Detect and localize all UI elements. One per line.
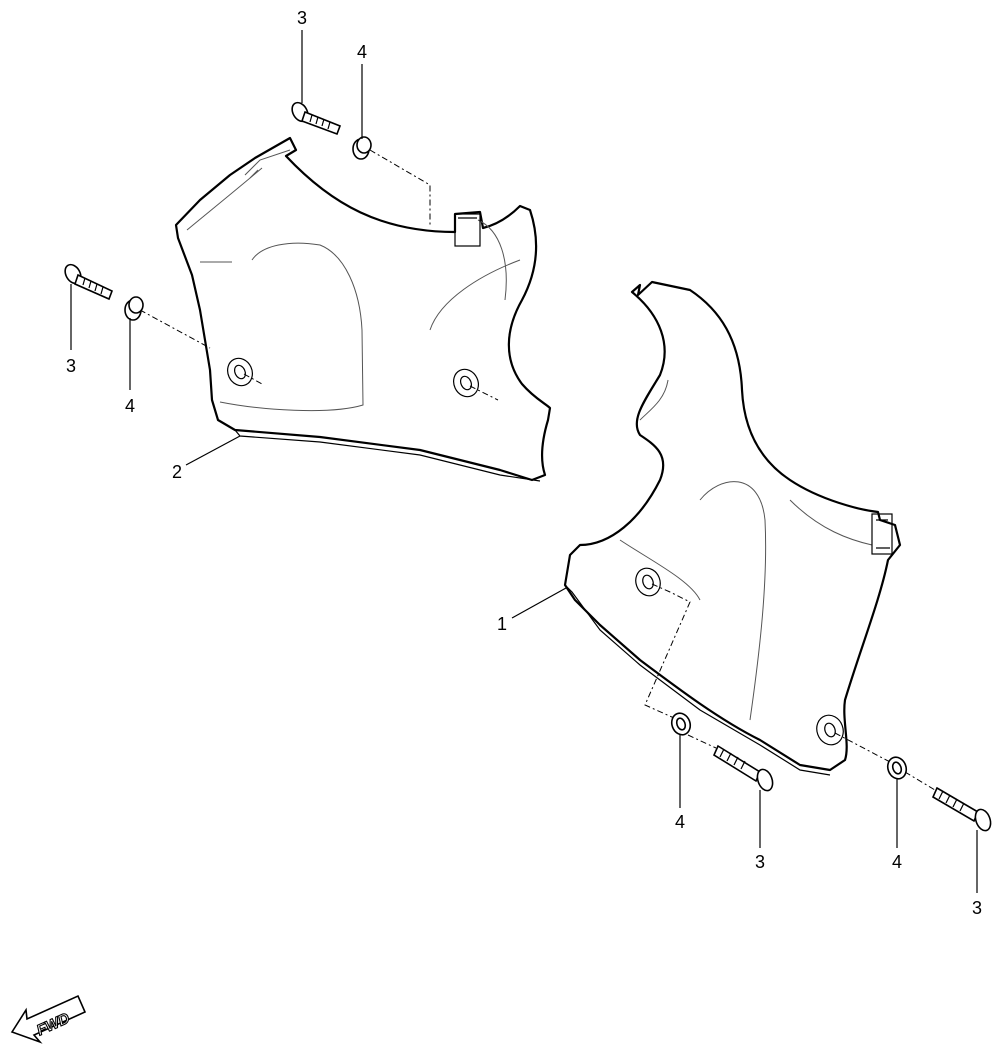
label-lower-mid-4: 4 — [675, 812, 685, 832]
fwd-arrow-icon: FWD — [10, 994, 87, 1044]
label-part-1: 1 — [497, 614, 507, 634]
screw-left — [64, 263, 114, 301]
label-top-3: 3 — [297, 8, 307, 28]
washer-top — [352, 136, 372, 160]
assembly-line-top — [369, 149, 431, 226]
panel-cover-1 — [563, 280, 902, 776]
washer-lower-mid — [670, 712, 692, 736]
label-left-3: 3 — [66, 356, 76, 376]
assembly-line-left — [139, 309, 211, 349]
washer-lower-right — [886, 756, 908, 780]
screw-top — [291, 101, 342, 136]
assembly-line-hole-1a — [644, 583, 691, 723]
assembly-line-screw-1a — [687, 734, 717, 749]
label-left-4: 4 — [125, 396, 135, 416]
label-lower-right-3: 3 — [972, 898, 982, 918]
leader-part-1 — [511, 587, 567, 619]
washer-left — [124, 296, 144, 321]
label-part-2: 2 — [172, 462, 182, 482]
label-top-4: 4 — [357, 42, 367, 62]
screw-lower-right — [931, 786, 992, 832]
label-lower-right-4: 4 — [892, 852, 902, 872]
assembly-line-screw-1b — [904, 771, 936, 791]
panel-cover-2 — [174, 136, 552, 482]
assembly-line-hole-2b — [469, 385, 499, 401]
assembly-line-hole-1b — [834, 732, 891, 763]
assembly-line-hole-2a — [243, 373, 263, 385]
label-lower-mid-3: 3 — [755, 852, 765, 872]
leader-part-2 — [185, 435, 241, 466]
screw-lower-mid — [712, 744, 774, 792]
